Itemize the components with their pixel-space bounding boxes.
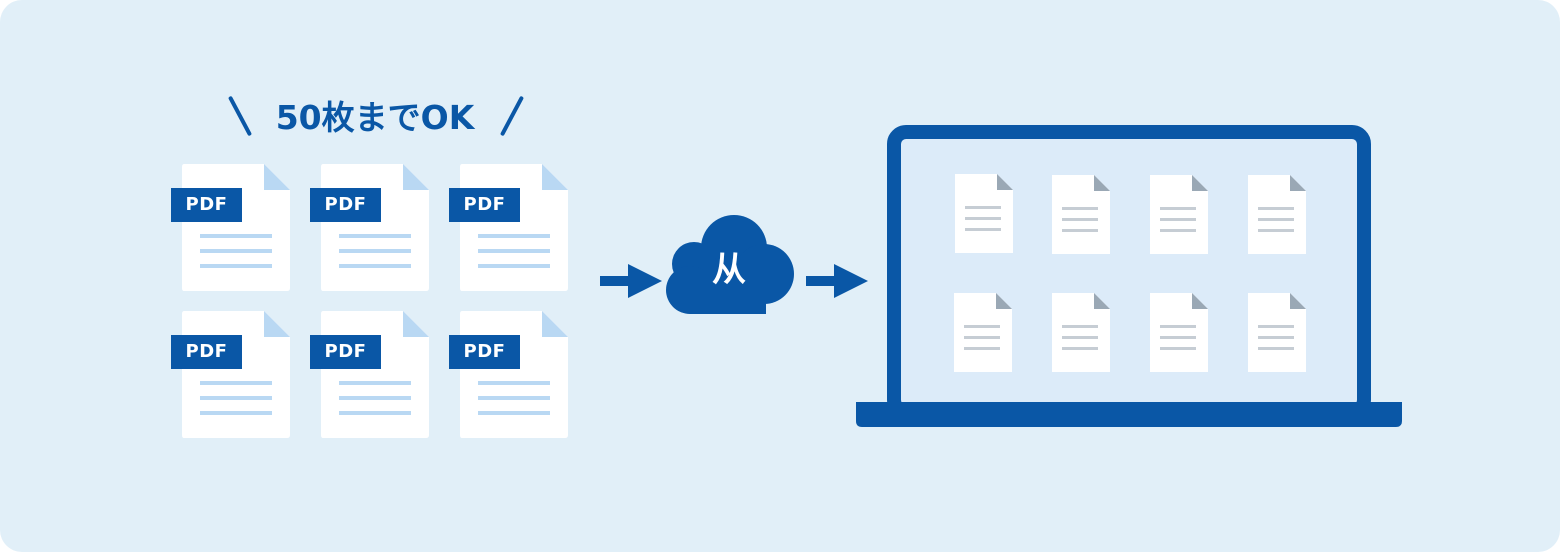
- pdf-file-icon: PDF: [449, 311, 570, 439]
- pdf-badge: PDF: [310, 188, 381, 222]
- pdf-file-icon: PDF: [310, 164, 431, 292]
- converted-document-icon: [954, 293, 1014, 373]
- file-shape: [321, 311, 429, 438]
- pdf-file-icon: PDF: [310, 311, 431, 439]
- file-shape: [182, 311, 290, 438]
- laptop-icon: [854, 124, 1406, 430]
- converted-document-icon: [1052, 293, 1112, 373]
- file-shape: [321, 164, 429, 291]
- pdf-file-icon: PDF: [171, 311, 292, 439]
- pdf-badge: PDF: [171, 335, 242, 369]
- converted-document-icon: [1052, 175, 1112, 255]
- pdf-file-icon: PDF: [449, 164, 570, 292]
- file-shape: [460, 164, 568, 291]
- converted-document-icon: [955, 174, 1015, 254]
- converted-document-icon: [1150, 175, 1210, 255]
- converted-document-icon: [1248, 293, 1308, 373]
- cloud-shape: [666, 215, 794, 314]
- file-shape: [460, 311, 568, 438]
- pdf-badge: PDF: [171, 188, 242, 222]
- pdf-badge: PDF: [310, 335, 381, 369]
- converted-document-icon: [1248, 175, 1308, 255]
- cloud-service-icon: 从: [662, 212, 796, 316]
- arrow-right-icon: [806, 264, 868, 298]
- cloud-logo-mark: 从: [712, 250, 746, 290]
- upload-limit-caption: 50枚までOK: [200, 88, 550, 148]
- file-shape: [182, 164, 290, 291]
- pdf-badge: PDF: [449, 335, 520, 369]
- laptop-shape: [856, 125, 1402, 427]
- arrow-right-icon: [600, 264, 662, 298]
- caption-text: 50枚までOK: [275, 98, 475, 137]
- converted-document-icon: [1150, 293, 1210, 373]
- pdf-file-icon: PDF: [171, 164, 292, 292]
- pdf-badge: PDF: [449, 188, 520, 222]
